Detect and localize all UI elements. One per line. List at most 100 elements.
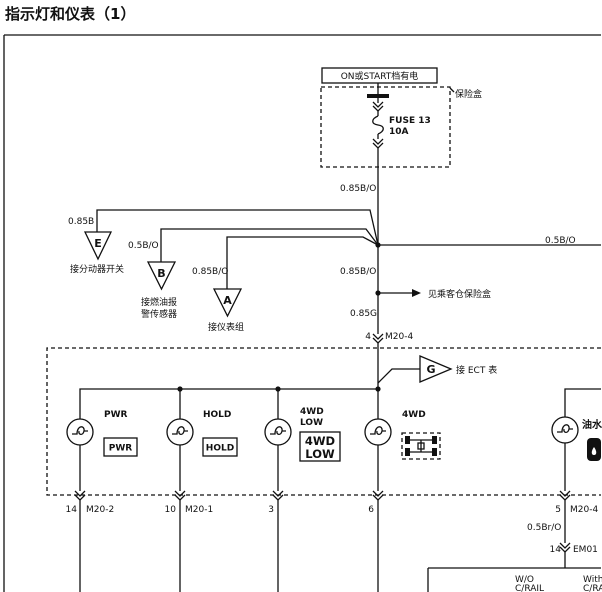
- fuse-box-outline: [320, 86, 451, 168]
- triangle-g: [419, 355, 453, 383]
- cluster-connector-name: M20-4: [385, 332, 413, 342]
- triangle-b-letter: B: [157, 267, 165, 280]
- lamp-4wd-label: 4WD: [402, 410, 426, 420]
- destination-b: B 接燃油报 警传感器: [141, 261, 177, 320]
- lamp-bulb-icon: [166, 418, 194, 446]
- wire-label-fuse-out: 0.85B/O: [340, 184, 376, 194]
- fuse-busbar: [367, 94, 389, 98]
- junction-dot: [275, 386, 281, 392]
- fuse-name: FUSE 13: [389, 116, 431, 126]
- fuse-connector-lower: [372, 138, 384, 149]
- lamp-pwr: PWR PWR: [66, 410, 138, 457]
- lamp-pwr-symbol: PWR: [109, 444, 133, 454]
- destination-b-label-2: 警传感器: [141, 308, 177, 320]
- connector-chevron: [559, 542, 571, 553]
- lamp-hold-pin: 10: [165, 505, 177, 515]
- destination-b-label-1: 接燃油报: [141, 296, 177, 308]
- wire-to-a: [226, 236, 379, 289]
- triangle-e: [83, 231, 113, 261]
- wire-label-junction-down: 0.85B/O: [340, 267, 376, 277]
- connector-chevron: [174, 490, 186, 501]
- connector-chevron: [372, 490, 384, 501]
- destination-e-label: 接分动器开关: [70, 263, 124, 275]
- power-source-box: [321, 67, 438, 84]
- lamp-pwr-pin: 14: [66, 505, 78, 515]
- lamp-pwr-label: PWR: [104, 410, 128, 420]
- lamp-4wd-low-pin: 3: [268, 505, 274, 515]
- outgoing-wires: [79, 500, 379, 592]
- filament-icon: [370, 426, 386, 436]
- junction-dot: [375, 386, 381, 392]
- water-drop-icon: [591, 447, 597, 455]
- em01-connector: 14 EM01: [550, 542, 598, 555]
- lamp-4wd-low-label-2: LOW: [300, 418, 323, 428]
- lamp-hold-label: HOLD: [203, 410, 231, 420]
- triangle-g-letter: G: [426, 363, 435, 376]
- fuse-box: 保险盒 FUSE 13 10A: [320, 83, 482, 168]
- variant-without-label-2: C/RAIL: [515, 584, 544, 592]
- 4wd-icon-wheel: [405, 436, 410, 444]
- filament-icon: [557, 424, 573, 434]
- lamp-4wd-low-symbol-box: [299, 431, 341, 462]
- lamp-hold-symbol: HOLD: [206, 444, 234, 454]
- power-source: ON或START档有电: [321, 67, 438, 84]
- filament-icon: [270, 426, 286, 436]
- fuse-box-label: 保险盒: [455, 88, 482, 100]
- lamp-4wd-low-symbol-2: LOW: [305, 447, 335, 461]
- wire-label-to-a: 0.85B/O: [192, 267, 228, 277]
- em01-name: EM01: [573, 545, 598, 555]
- fuse-connector-upper: [372, 101, 384, 112]
- lamp-water-in-fuel-pin: 5: [555, 505, 561, 515]
- lamp-bulb-icon: [66, 418, 94, 446]
- destination-a: A 接仪表组: [208, 288, 244, 333]
- water-lamp-feed-wire: [564, 388, 601, 417]
- lamp-water-in-fuel: 油水: [551, 416, 602, 461]
- lamp-bulb-icon: [264, 418, 292, 446]
- variant-without-label-1: W/O: [515, 575, 534, 585]
- lamp-water-in-fuel-connector: M20-4: [570, 505, 598, 515]
- lamp-bulb-icon: [364, 418, 392, 446]
- lamp-4wd: 4WD: [364, 410, 441, 460]
- lamp-water-in-fuel-label: 油水: [582, 418, 602, 431]
- passenger-fuse-label: 见乘客仓保险盒: [428, 288, 491, 300]
- 4wd-icon-frame: [401, 432, 441, 460]
- variant-split-wires: [427, 552, 601, 592]
- wire-label-to-b: 0.5B/O: [128, 241, 159, 251]
- triangle-a: [212, 288, 243, 318]
- lamp-hold: HOLD HOLD: [166, 410, 238, 457]
- triangle-a-letter: A: [223, 294, 232, 307]
- cluster-connector: 4 M20-4: [365, 332, 413, 344]
- lamp-pwr-connector: M20-2: [86, 505, 114, 515]
- variant-with-label-1: With: [583, 575, 602, 585]
- instrument-cluster-outline: [46, 347, 601, 496]
- filament-icon: [72, 426, 88, 436]
- lamp-hold-connector: M20-1: [185, 505, 213, 515]
- connector-chevron: [559, 490, 571, 501]
- connector-chevron: [272, 490, 284, 501]
- connector-chevron: [372, 333, 384, 344]
- wire-to-g: [377, 368, 420, 384]
- variant-with-label-2: C/RA: [583, 584, 602, 592]
- destination-g: G 接 ECT 表: [377, 355, 497, 384]
- lamp-4wd-pin: 6: [368, 505, 374, 515]
- lamp-return-wires: [79, 443, 566, 491]
- frame-border: [3, 34, 601, 592]
- lamp-4wd-low: 4WD LOW 4WD LOW: [264, 407, 341, 462]
- destination-a-label: 接仪表组: [208, 321, 244, 333]
- wire-label-cluster-feed: 0.85G: [350, 309, 377, 319]
- wire-label-right-out: 0.5B/O: [545, 236, 576, 246]
- 4wd-icon-wheel: [432, 436, 437, 444]
- em01-pin: 14: [550, 545, 562, 555]
- wire-label-water-lamp-out: 0.5Br/O: [527, 523, 561, 533]
- 4wd-icon-transfer-case: [417, 442, 425, 450]
- 4wd-icon-wheel: [432, 448, 437, 456]
- lamp-hold-symbol-box: [202, 437, 238, 457]
- wire-to-e: [96, 209, 379, 246]
- fuse-symbol: [372, 115, 384, 135]
- 4wd-icon-wheel: [405, 448, 410, 456]
- water-in-fuel-icon: [587, 438, 601, 461]
- filament-icon: [172, 426, 188, 436]
- destination-g-label: 接 ECT 表: [456, 364, 497, 376]
- lamp-pwr-symbol-box: [103, 437, 138, 457]
